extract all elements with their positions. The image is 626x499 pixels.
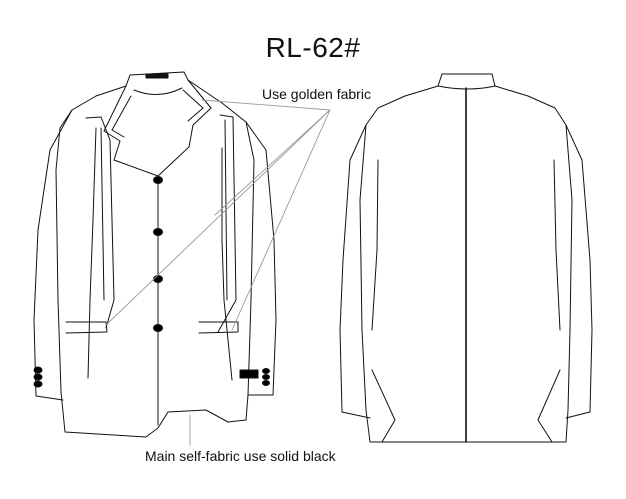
sleeve-buttonhole	[239, 369, 259, 379]
front-button-3	[153, 275, 163, 283]
back-view	[339, 73, 593, 443]
back-body-outline	[359, 85, 573, 443]
sleeve-button-4	[262, 368, 270, 374]
back-right-sleeve-outer	[565, 124, 593, 419]
neck-curve	[133, 87, 183, 95]
hanger-loop	[145, 73, 169, 79]
sleeve-button-2	[33, 373, 43, 381]
golden-fabric-note: Use golden fabric	[262, 86, 371, 102]
front-button-2	[153, 228, 163, 236]
leader-left-cuff	[105, 109, 331, 326]
front-button-1	[153, 176, 163, 184]
sleeve-button-1	[33, 366, 43, 374]
right-lapel-inner	[182, 89, 204, 122]
right-cuff	[198, 321, 239, 334]
front-view	[33, 71, 277, 438]
style-title: RL-62#	[265, 32, 361, 63]
right-golden-panel	[217, 114, 237, 333]
back-left-sleeve-inner	[371, 159, 379, 331]
leader-lines	[105, 99, 331, 446]
back-neck	[437, 85, 496, 90]
back-right-vent	[537, 369, 561, 443]
right-sleeve-inner	[221, 147, 233, 381]
front-body-outline	[55, 79, 255, 438]
back-collar	[437, 73, 496, 87]
left-golden-panel-inner	[100, 127, 105, 301]
back-left-vent	[371, 369, 396, 443]
sleeve-button-5	[262, 374, 270, 380]
leader-right-panel	[214, 109, 331, 216]
back-left-sleeve-outer	[339, 124, 371, 419]
main-fabric-note: Main self-fabric use solid black	[145, 448, 336, 464]
sleeve-button-6	[262, 380, 270, 386]
back-right-sleeve-inner	[553, 159, 561, 331]
left-sleeve-outer	[33, 109, 73, 401]
right-lapel	[157, 79, 212, 177]
left-lapel	[103, 85, 159, 177]
left-golden-panel	[85, 116, 115, 329]
left-cuff	[65, 321, 108, 334]
leader-collar	[201, 99, 331, 111]
front-button-4	[153, 324, 163, 332]
right-sleeve-outer	[245, 121, 277, 396]
leader-right-cuff	[231, 109, 331, 331]
sleeve-button-3	[33, 380, 43, 388]
left-sleeve-inner	[87, 127, 97, 379]
left-lapel-inner	[111, 95, 132, 138]
